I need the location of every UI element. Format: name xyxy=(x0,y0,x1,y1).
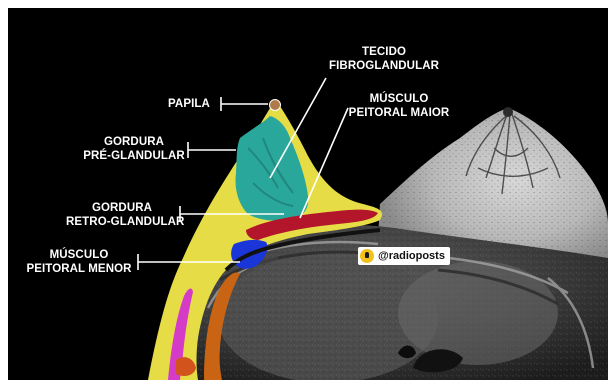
mri-scan: PAPILA TECIDO FIBROGLANDULAR MÚSCULO PEI… xyxy=(8,8,608,380)
label-musculo-peitoral-maior: MÚSCULO PEITORAL MAIOR xyxy=(344,92,454,120)
watermark-text: @radioposts xyxy=(378,250,445,262)
label-gordura-retro-glandular: GORDURA RETRO-GLANDULAR xyxy=(66,201,178,229)
mri-illustration xyxy=(8,8,608,380)
nipple xyxy=(270,100,281,111)
label-gordura-pre-glandular: GORDURA PRÉ-GLANDULAR xyxy=(80,135,188,163)
label-tecido-fibroglandular: TECIDO FIBROGLANDULAR xyxy=(324,45,444,73)
right-nipple xyxy=(503,107,513,117)
label-musculo-peitoral-menor: MÚSCULO PEITORAL MENOR xyxy=(22,248,136,276)
radioposts-watermark: @radioposts xyxy=(358,247,450,265)
lightbulb-icon xyxy=(360,249,374,263)
label-papila: PAPILA xyxy=(168,97,210,111)
fibroglandular-region xyxy=(236,116,309,221)
